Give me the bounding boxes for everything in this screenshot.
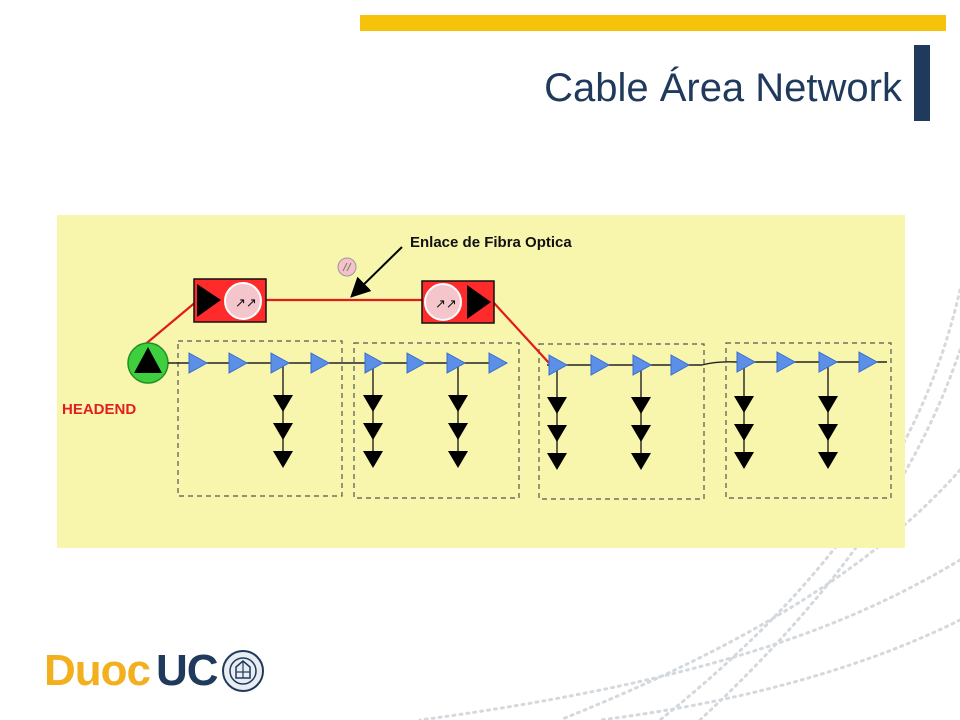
- svg-text:↗↗: ↗↗: [435, 296, 457, 311]
- trunk-amplifiers: [188, 351, 879, 376]
- fiber-coupler-icon: [337, 257, 357, 277]
- seal-icon: [221, 650, 264, 692]
- logo-text-uc: UC: [156, 646, 219, 695]
- svg-text:↗↗: ↗↗: [235, 295, 257, 310]
- node-group-4: [725, 342, 892, 499]
- logo-text-duoc: Duoc: [44, 646, 151, 695]
- node-group-3: [538, 343, 705, 500]
- title-accent-bar: [914, 45, 930, 121]
- optical-receiver-node: ↗↗: [421, 280, 495, 324]
- headend-label: HEADEND: [62, 401, 136, 418]
- slide-title: Cable Área Network: [544, 66, 902, 110]
- node-group-2: [353, 342, 520, 499]
- top-accent-bar: [360, 15, 946, 31]
- cable-network-diagram: Enlace de Fibra Optica ↗↗ ↗↗ HEADEND: [57, 215, 905, 548]
- fiber-link-arrow: [350, 246, 403, 298]
- fiber-link-label: Enlace de Fibra Optica: [410, 234, 572, 251]
- subscriber-taps: [273, 395, 838, 470]
- duocuc-logo: Duoc UC: [44, 643, 266, 699]
- optical-transmitter-node: ↗↗: [193, 278, 267, 323]
- diagram-canvas: Enlace de Fibra Optica ↗↗ ↗↗ HEADEND: [62, 234, 892, 500]
- node-group-boxes: [177, 340, 892, 500]
- headend-icon: [127, 342, 169, 384]
- node-group-1: [177, 340, 343, 497]
- fiber-links: [141, 298, 550, 364]
